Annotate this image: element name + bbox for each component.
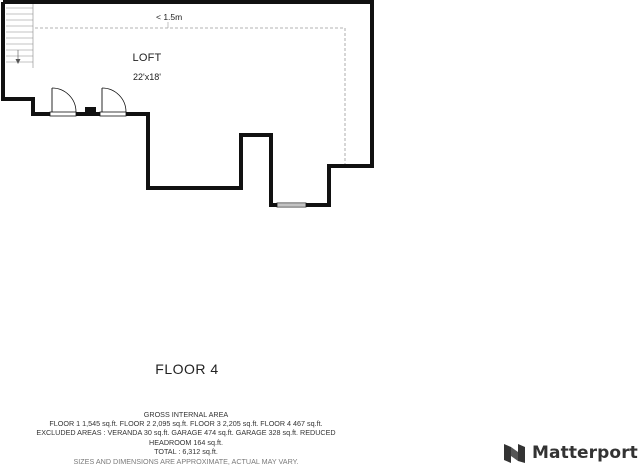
column-block xyxy=(85,107,96,114)
room-dimensions-loft: 22'x18' xyxy=(133,72,161,82)
reduced-headroom-label: < 1.5m xyxy=(156,12,183,22)
brand-name: Matterport xyxy=(532,443,638,463)
wall-right-lower xyxy=(126,112,277,207)
matterport-logo-icon xyxy=(504,443,525,463)
wall-left-lower xyxy=(1,2,50,116)
door-left xyxy=(49,87,77,117)
area-floors-line: FLOOR 1 1,545 sq.ft. FLOOR 2 2,095 sq.ft… xyxy=(49,419,323,429)
area-disclaimer: SIZES AND DIMENSIONS ARE APPROXIMATE, AC… xyxy=(73,457,299,466)
room-name-loft: LOFT xyxy=(132,52,162,64)
area-total: TOTAL : 6,312 sq.ft. xyxy=(154,446,218,456)
area-summary: GROSS INTERNAL AREA FLOOR 1 1,545 sq.ft.… xyxy=(0,410,372,466)
reduced-headroom-boundary xyxy=(35,27,346,166)
staircase xyxy=(6,3,34,68)
door-right xyxy=(99,87,127,117)
brand-logo: Matterport xyxy=(503,440,638,466)
area-excluded-line: EXCLUDED AREAS : VERANDA 30 sq.ft. GARAG… xyxy=(36,428,336,438)
area-heading: GROSS INTERNAL AREA xyxy=(143,410,229,419)
wall-main xyxy=(3,0,374,207)
walls xyxy=(1,0,374,207)
area-headroom-line: HEADROOM 164 sq.ft. xyxy=(149,437,223,447)
floor-title: FLOOR 4 xyxy=(155,361,219,377)
window xyxy=(276,202,307,208)
